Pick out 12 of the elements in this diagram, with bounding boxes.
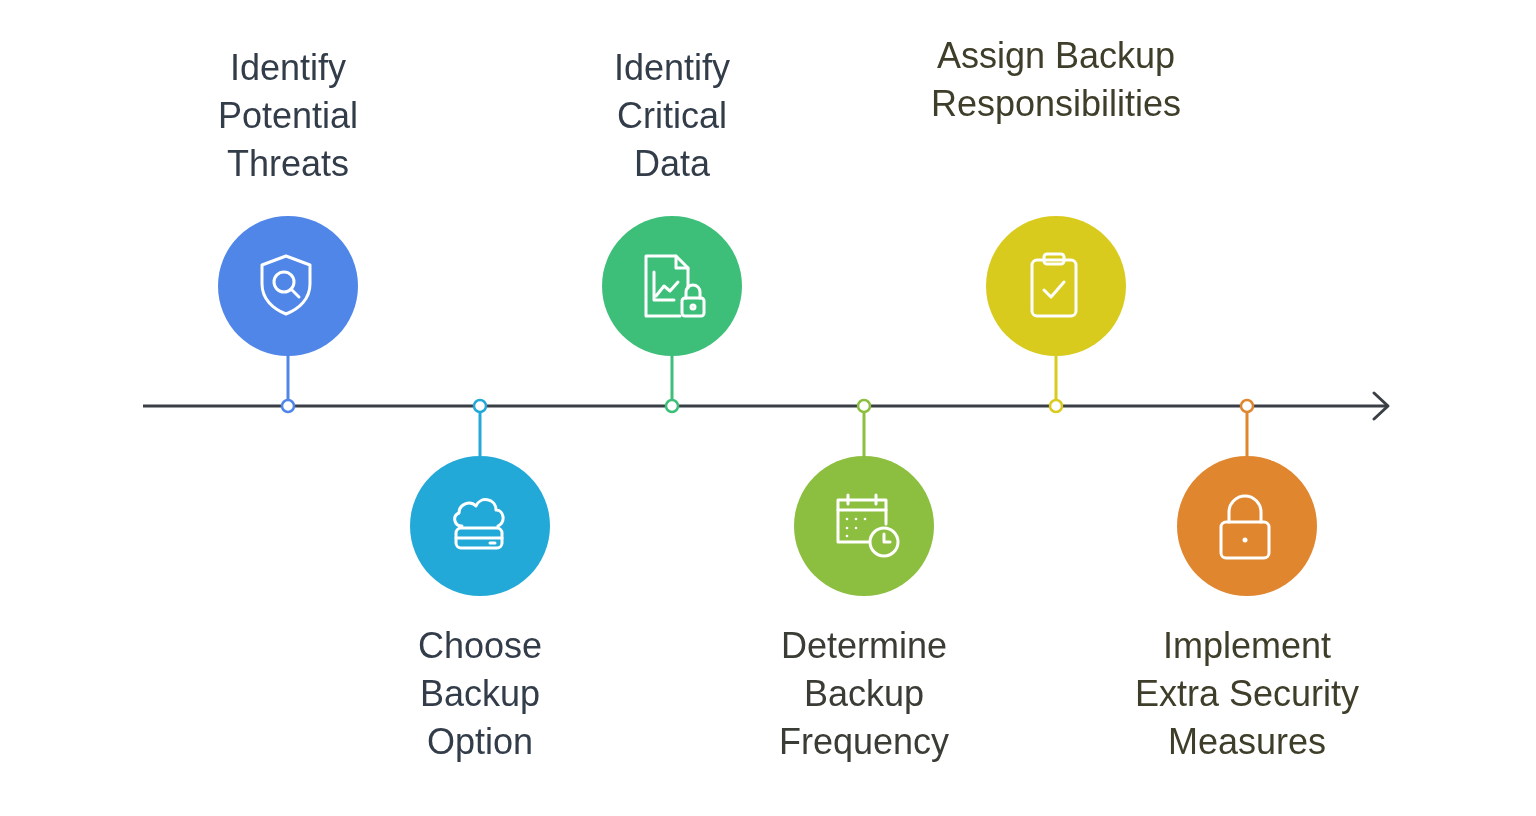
connector-stem [1054,356,1058,400]
step-label: Determine Backup Frequency [777,624,951,764]
connector-stem [478,412,482,456]
connector-stem [670,356,674,400]
step-label: Choose Backup Option [416,624,544,764]
connector-stem [862,412,866,456]
connector-stem [1245,412,1249,456]
step-label: Implement Extra Security Measures [1133,624,1361,764]
connector-stem [286,356,290,400]
step-label: Identify Critical Data [612,46,732,186]
step-label: Assign Backup Responsibilities [929,34,1183,126]
step-label: Identify Potential Threats [216,46,360,186]
